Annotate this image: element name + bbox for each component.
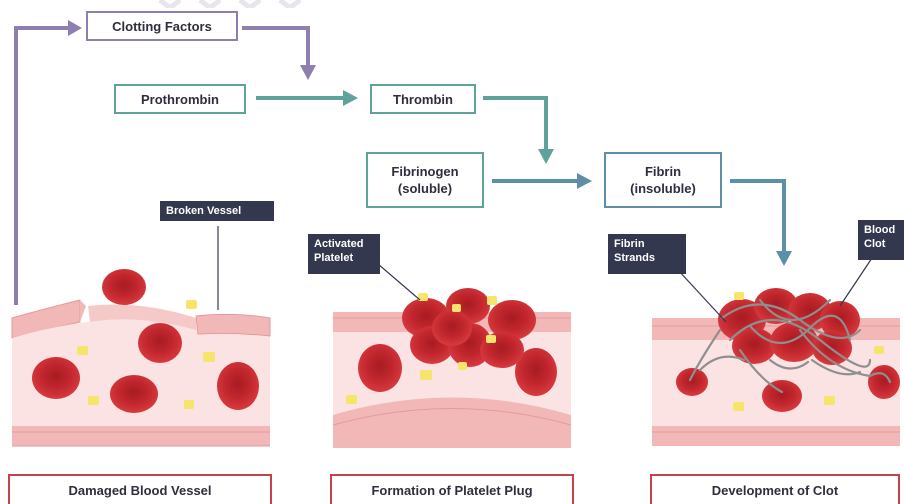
watermark-fragment [70,0,310,8]
red-blood-cell [138,323,182,363]
prothrombin-label: Prothrombin [141,91,219,108]
red-blood-cell [358,344,402,392]
fibrin-strands-tag: Fibrin Strands [608,234,686,274]
fibrin-strands-label-2: Strands [614,251,680,265]
arrow-clotting-factors-to-prothrombin [242,28,308,66]
fibrinogen-box: Fibrinogen (soluble) [366,152,484,208]
caption-clot: Development of Clot [650,474,900,504]
thrombin-label: Thrombin [393,91,453,108]
prothrombin-box: Prothrombin [114,84,246,114]
broken-vessel-tag: Broken Vessel [160,201,274,221]
fibrinogen-state: (soluble) [398,180,452,197]
caption-platelet-plug: Formation of Platelet Plug [330,474,574,504]
fibrinogen-label: Fibrinogen [391,163,458,180]
blood-clot-label-1: Blood [864,223,898,237]
blood-clot-pointer [840,258,872,306]
arrowhead-down-teal [538,149,554,164]
activated-platelet-label-1: Activated [314,237,374,251]
caption-stage3-label: Development of Clot [712,483,838,498]
red-blood-cell [217,362,259,410]
arrowhead-clotting-factors [68,20,82,36]
broken-vessel-label: Broken Vessel [166,205,241,217]
blood-clot-tag: Blood Clot [858,220,904,260]
activated-platelet-tag: Activated Platelet [308,234,380,274]
red-blood-cell [102,269,146,305]
arrowhead-fibrin [577,173,592,189]
arrow-thrombin-to-fibrinogen-reaction [483,98,546,150]
fibrin-strands-pointer [678,270,726,322]
red-blood-cell [110,375,158,413]
activated-platelet-pointer [378,264,420,300]
red-blood-cell [762,380,802,412]
clotting-factors-box: Clotting Factors [86,11,238,41]
blood-clot-label-2: Clot [864,237,898,251]
arrowhead-down-blue [776,251,792,266]
fibrin-box: Fibrin (insoluble) [604,152,722,208]
red-blood-cell [676,368,708,396]
fibrin-strands-label-1: Fibrin [614,237,680,251]
arrowhead-down-purple [300,65,316,80]
arrow-fibrin-to-clot [730,181,784,252]
arrowhead-thrombin [343,90,358,106]
fibrin-state: (insoluble) [630,180,696,197]
caption-damaged-blood-vessel: Damaged Blood Vessel [8,474,272,504]
arrow-vessel-to-clotting-factors [16,28,70,305]
fibrin-label: Fibrin [645,163,681,180]
activated-platelet-label-2: Platelet [314,251,374,265]
caption-stage1-label: Damaged Blood Vessel [68,483,211,498]
red-blood-cell [868,365,900,399]
clotting-factors-label: Clotting Factors [112,18,212,35]
thrombin-box: Thrombin [370,84,476,114]
red-blood-cell [32,357,80,399]
caption-stage2-label: Formation of Platelet Plug [371,483,532,498]
